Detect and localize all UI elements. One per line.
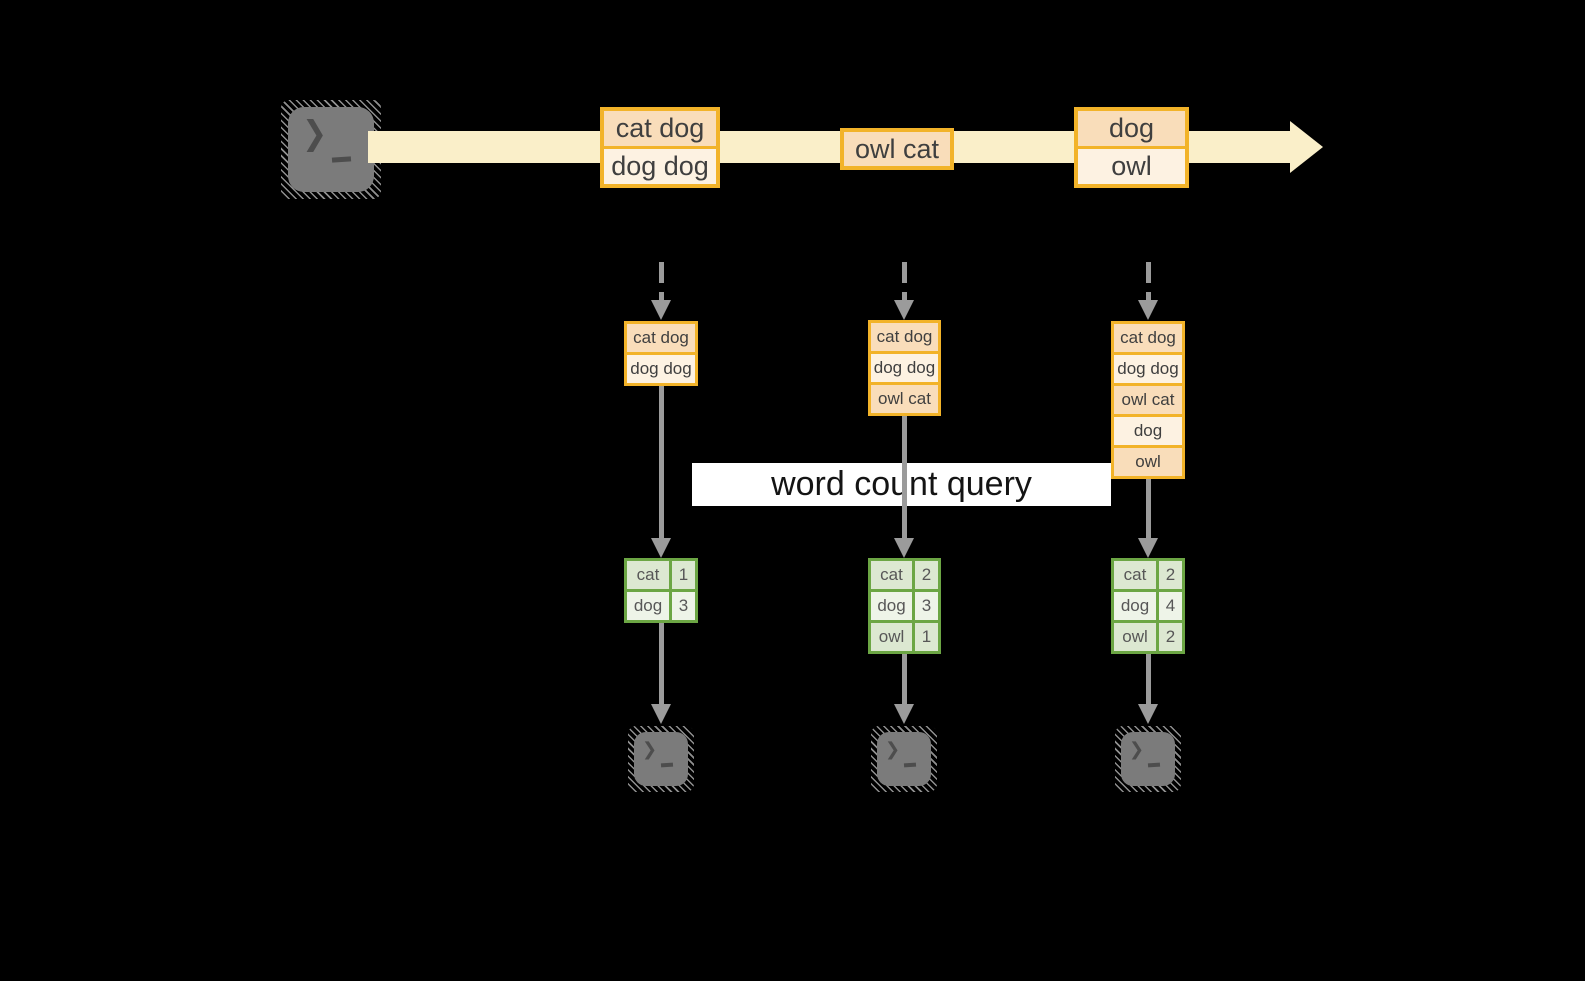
stream-arrow-head-icon [1290,121,1323,173]
snapshot-record: dog dog [1114,355,1182,383]
stream-event-box-2: owl cat [840,128,954,170]
snapshot-record: owl cat [1114,386,1182,414]
arrow-head-icon [651,300,671,320]
terminal-prompt-icon: ❯ [1129,739,1145,759]
stream-event-box-1: cat dog dog dog [600,107,720,188]
snapshot-record: dog dog [627,355,695,383]
count-cell: 4 [1159,592,1182,620]
terminal-prompt-icon: ❯ [302,115,328,152]
table-row: cat 1 [627,561,695,589]
snapshot-record: owl [1114,448,1182,476]
terminal-cursor-icon [660,762,674,768]
terminal-cursor-icon [903,762,917,768]
table-row: cat 2 [871,561,938,589]
snapshot-box-1: cat dog dog dog [624,321,698,386]
snapshot-record: dog dog [871,354,938,382]
dashed-arrow-line [902,262,907,300]
arrow-head-icon [651,538,671,558]
word-cell: cat [627,561,669,589]
arrow-head-icon [1138,300,1158,320]
query-label-band: word count query [692,463,1111,506]
word-cell: owl [871,623,912,651]
count-cell: 2 [1159,561,1182,589]
table-row: cat 2 [1114,561,1182,589]
stream-event-box-3: dog owl [1074,107,1189,188]
arrow-head-icon [894,538,914,558]
table-row: owl 1 [871,623,938,651]
count-table-1: cat 1 dog 3 [624,558,698,623]
terminal-screen: ❯ [877,732,931,786]
terminal-prompt-icon: ❯ [885,739,901,759]
word-cell: dog [627,592,669,620]
stream-record: owl cat [844,132,950,166]
snapshot-box-2: cat dog dog dog owl cat [868,320,941,416]
table-row: dog 3 [627,592,695,620]
word-cell: owl [1114,623,1156,651]
word-cell: dog [871,592,912,620]
sink-terminal-icon-3: ❯ [1115,726,1181,792]
arrow-line [659,623,664,705]
snapshot-record: cat dog [1114,324,1182,352]
terminal-cursor-icon [331,156,352,163]
arrow-head-icon [1138,704,1158,724]
terminal-cursor-icon [1147,762,1161,768]
stream-record: dog [1078,111,1185,146]
arrow-line [659,386,664,539]
table-row: dog 4 [1114,592,1182,620]
count-cell: 2 [915,561,938,589]
arrow-head-icon [651,704,671,724]
terminal-screen: ❯ [634,732,688,786]
count-cell: 2 [1159,623,1182,651]
arrow-head-icon [1138,538,1158,558]
arrow-line [902,416,907,539]
query-label: word count query [771,465,1032,503]
stream-record: cat dog [604,111,716,146]
count-cell: 3 [915,592,938,620]
terminal-prompt-icon: ❯ [642,739,658,759]
arrow-head-icon [894,300,914,320]
word-cell: cat [1114,561,1156,589]
snapshot-record: cat dog [627,324,695,352]
arrow-line [1146,479,1151,539]
stream-record: owl [1078,149,1185,184]
count-cell: 1 [915,623,938,651]
source-terminal-icon: ❯ [281,100,381,199]
dashed-arrow-line [1146,262,1151,300]
arrow-head-icon [894,704,914,724]
dashed-arrow-line [659,262,664,300]
snapshot-box-3: cat dog dog dog owl cat dog owl [1111,321,1185,479]
word-cell: dog [1114,592,1156,620]
table-row: owl 2 [1114,623,1182,651]
table-row: dog 3 [871,592,938,620]
snapshot-record: dog [1114,417,1182,445]
terminal-screen: ❯ [1121,732,1175,786]
count-cell: 1 [672,561,695,589]
arrow-line [1146,654,1151,705]
snapshot-record: owl cat [871,385,938,413]
count-table-2: cat 2 dog 3 owl 1 [868,558,941,654]
sink-terminal-icon-1: ❯ [628,726,694,792]
sink-terminal-icon-2: ❯ [871,726,937,792]
count-cell: 3 [672,592,695,620]
snapshot-record: cat dog [871,323,938,351]
terminal-screen: ❯ [288,107,374,192]
count-table-3: cat 2 dog 4 owl 2 [1111,558,1185,654]
stream-record: dog dog [604,149,716,184]
arrow-line [902,654,907,705]
word-cell: cat [871,561,912,589]
